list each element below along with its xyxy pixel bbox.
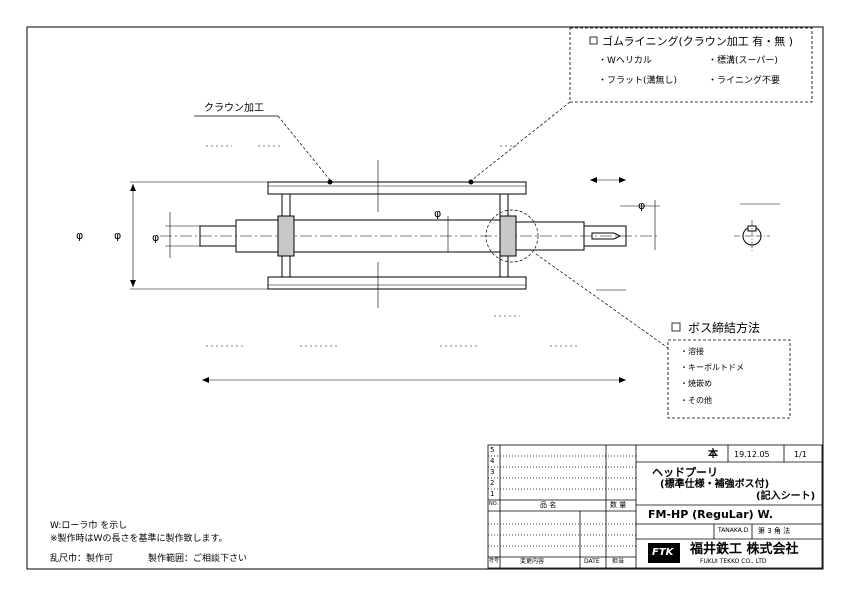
title-line-1: ヘッドプーリ [652, 466, 718, 479]
company-name-en: FUKUI TEKKO CO., LTD [700, 558, 767, 565]
crown-option-1: ・Wヘリカル [598, 56, 652, 66]
boss-detail-circle [485, 209, 539, 263]
col-header-no: NO. [489, 501, 499, 507]
drawn-by: TANAKA.D [718, 527, 749, 534]
dimension-lines [130, 145, 780, 381]
drawing-date: 19.12.05 [734, 450, 770, 459]
crown-box-title: ゴムライニング(クラウン加工 有・無 ) [602, 35, 794, 48]
boss-spec-box [667, 339, 791, 419]
crown-option-4: ・ライニング不要 [708, 76, 781, 86]
row-header-mark: 符号 [489, 558, 500, 564]
crown-spec-box [569, 27, 813, 103]
dimension-arrows [130, 177, 626, 383]
company-logo-box [648, 543, 680, 563]
leader-lines [277, 101, 669, 349]
note-line-4: 製作範囲：ご相談下さい [148, 554, 248, 564]
title-line-2: (標準仕様・補強ボス付) [660, 479, 770, 490]
phi-symbol-drum: φ [76, 229, 84, 242]
pulley-drum [267, 179, 527, 290]
model-number: FM-HP (ReguLar) W. [648, 508, 773, 521]
boss-checkbox[interactable] [671, 322, 681, 332]
boss-option-2: ・キーボルトドメ [680, 363, 744, 372]
boss-option-4: ・その他 [680, 396, 712, 405]
col-header-name: 品 名 [540, 501, 557, 509]
changes-label: 変更内容 [520, 558, 545, 565]
crown-checkbox[interactable] [589, 36, 598, 45]
rev-row-2: 2 [490, 479, 495, 487]
phi-symbol-shaft-outer: φ [114, 229, 122, 242]
boss-box-title: ボス締結方法 [688, 321, 761, 335]
company-name: 福井鉄工 株式会社 [690, 542, 799, 557]
boss-right [499, 215, 517, 257]
phi-symbol-body: φ [434, 207, 442, 220]
projection-method: 第 3 角 法 [758, 527, 791, 535]
rev-row-3: 3 [490, 468, 495, 476]
sheet-border [26, 26, 824, 570]
boss-left [277, 215, 295, 257]
shaft [160, 219, 660, 253]
boss-option-3: ・焼嵌め [680, 379, 712, 388]
rev-row-4: 4 [490, 457, 495, 465]
drawing-scale: 1/1 [794, 450, 807, 459]
date-label: DATE [584, 558, 600, 565]
crown-option-3: ・フラット(溝無し) [598, 76, 678, 86]
title-block [487, 444, 823, 569]
crown-processing-label: クラウン加工 [204, 103, 264, 114]
quantity-unit: 本 [708, 449, 718, 460]
company-logo: FTK [652, 547, 674, 558]
note-line-2: ※製作時はWの長さを基準に製作致します。 [50, 534, 228, 544]
rev-row-1: 1 [490, 490, 495, 498]
title-line-3: (記入シート) [756, 491, 816, 502]
note-line-1: W:ローラ巾 を示し [50, 521, 128, 531]
shaft-end-view [734, 220, 770, 252]
col-header-qty: 数 量 [610, 501, 627, 509]
note-line-3: 乱尺巾：製作可 [50, 554, 114, 564]
boss-option-1: ・溶接 [680, 347, 704, 356]
phi-symbol-shaft-end: φ [152, 231, 160, 244]
rev-row-5: 5 [490, 446, 495, 454]
crown-option-2: ・標溝(スーパー) [708, 56, 778, 66]
sign-label: 担当 [612, 558, 625, 565]
phi-symbol-right-end: φ [638, 199, 646, 212]
